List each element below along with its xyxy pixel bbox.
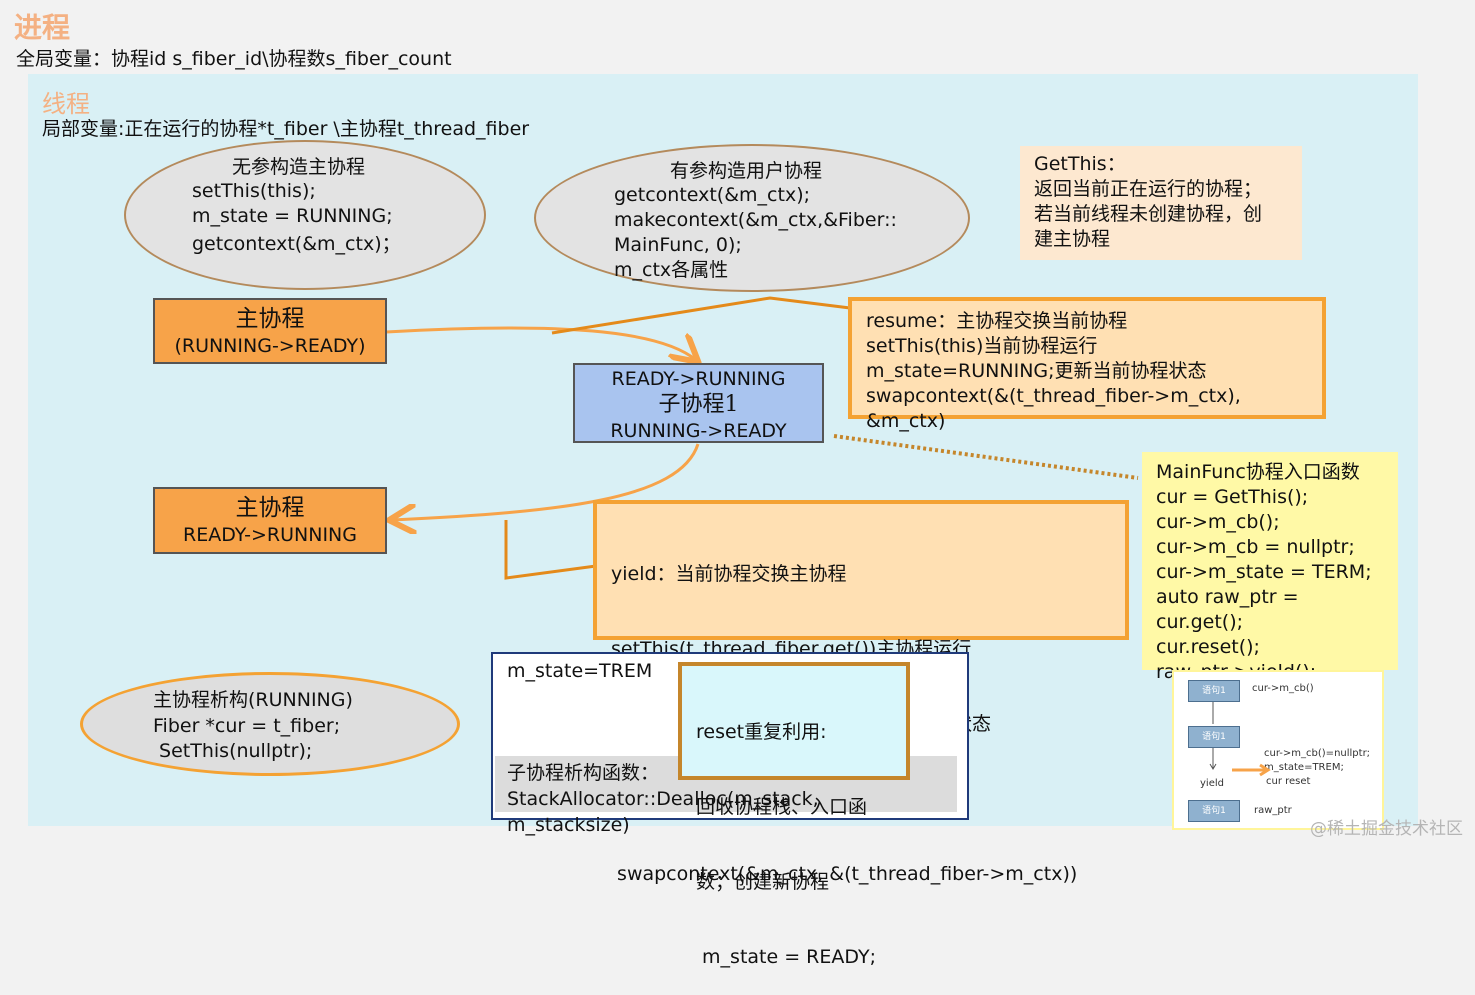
ctor-main-line-2: m_state = RUNNING; <box>192 205 393 227</box>
mini-step-2: 语句1 <box>1188 726 1240 748</box>
thread-title: 线程 <box>42 90 90 118</box>
mini-label-cb: cur->m_cb() <box>1252 683 1314 694</box>
child-fiber-top-state: READY->RUNNING <box>611 368 786 390</box>
yield-arrow <box>392 443 700 520</box>
main-fiber-bottom-title: 主协程 <box>235 495 305 521</box>
reset-line-3: 数；创建新协程 <box>696 871 830 893</box>
mini-label-null: cur->m_cb()=nullptr; <box>1264 748 1371 759</box>
yield-note: yield：当前协程交换主协程 setThis(t_thread_fiber.g… <box>593 500 1129 885</box>
main-fiber-top: 主协程 (RUNNING->READY) <box>153 298 387 364</box>
ctor-user-ellipse: 有参构造用户协程 getcontext(&m_ctx); makecontext… <box>534 144 970 292</box>
ctor-main-line-1: setThis(this); <box>192 180 316 202</box>
dtor-main-line-2: Fiber *cur = t_fiber; <box>153 715 341 737</box>
child-fiber-title: 子协程1 <box>658 392 739 417</box>
dtor-main-line-3: SetThis(nullptr); <box>153 740 313 762</box>
mini-label-trem: m_state=TREM; <box>1264 762 1344 773</box>
mini-step-1: 语句1 <box>1188 680 1240 702</box>
reset-line-2: 回收协程栈、入口函 <box>696 796 868 818</box>
ctor-user-line-1: getcontext(&m_ctx); <box>614 184 811 206</box>
dtor-main-ellipse: 主协程析构(RUNNING) Fiber *cur = t_fiber; Set… <box>80 672 460 776</box>
yield-line-1: yield：当前协程交换主协程 <box>611 563 847 585</box>
reset-line-4: m_state = READY; <box>696 946 876 968</box>
process-title: 进程 <box>14 11 71 44</box>
reset-note: reset重复利用: 回收协程栈、入口函 数；创建新协程 m_state = R… <box>678 662 910 968</box>
getthis-line-4: 建主协程 <box>1034 228 1111 250</box>
mainfunc-note: MainFunc协程入口函数 cur = GetThis(); cur->m_c… <box>1142 452 1398 683</box>
resume-callout <box>551 296 851 335</box>
mainfunc-line-3: cur->m_cb(); <box>1156 511 1280 533</box>
ctor-main-title: 无参构造主协程 <box>232 156 366 178</box>
connector-lines <box>0 296 1139 580</box>
mainfunc-line-7: cur.reset(); <box>1156 636 1260 658</box>
main-fiber-bottom-state: READY->RUNNING <box>183 524 357 546</box>
child-fiber-bottom-state: RUNNING->READY <box>610 420 787 442</box>
ctor-main-ellipse: 无参构造主协程 setThis(this); m_state = RUNNING… <box>124 140 486 290</box>
mini-flow-diagram: 语句1 cur->m_cb() 语句1 cur->m_cb()=nullptr;… <box>1172 670 1384 830</box>
ctor-main-line-3: getcontext(&m_ctx)； <box>192 233 401 255</box>
thread-locals: 局部变量:正在运行的协程*t_fiber \主协程t_thread_fiber <box>42 118 530 140</box>
resume-line-2: setThis(this)当前协程运行 <box>866 335 1098 357</box>
trem-label: m_state=TREM <box>507 660 653 682</box>
dealloc-line-2: StackAllocator::Dealloc(m_stack, m_stack… <box>507 788 819 836</box>
resume-line-4: swapcontext(&(t_thread_fiber->m_ctx), &m… <box>866 385 1241 432</box>
getthis-line-1: GetThis： <box>1034 153 1126 175</box>
ctor-user-line-3: MainFunc, 0); <box>614 234 742 256</box>
mainfunc-dotted-link <box>833 434 1139 480</box>
process-globals: 全局变量：协程id s_fiber_id\协程数s_fiber_count <box>16 48 452 70</box>
mini-label-reset: cur reset <box>1266 776 1311 787</box>
resume-note: resume：主协程交换当前协程 setThis(this)当前协程运行 m_s… <box>848 297 1326 432</box>
mainfunc-line-2: cur = GetThis(); <box>1156 486 1309 508</box>
main-fiber-top-state: (RUNNING->READY) <box>174 335 366 357</box>
mini-arrows <box>1209 702 1271 777</box>
mainfunc-line-1: MainFunc协程入口函数 <box>1156 461 1360 483</box>
getthis-line-2: 返回当前正在运行的协程； <box>1034 178 1263 200</box>
main-fiber-top-title: 主协程 <box>235 306 305 332</box>
mini-step-3: 语句1 <box>1188 800 1240 822</box>
ctor-user-title: 有参构造用户协程 <box>670 160 823 182</box>
ctor-user-line-2: makecontext(&m_ctx,&Fiber:: <box>614 209 897 231</box>
getthis-note: GetThis： 返回当前正在运行的协程； 若当前线程未创建协程，创 建主协程 <box>1020 146 1302 260</box>
mainfunc-line-4: cur->m_cb = nullptr; <box>1156 536 1355 558</box>
dtor-main-line-1: 主协程析构(RUNNING) <box>153 689 353 711</box>
mainfunc-line-6: auto raw_ptr = cur.get(); <box>1156 586 1299 633</box>
mini-label-raw: raw_ptr <box>1254 805 1292 816</box>
ctor-user-line-4: m_ctx各属性 <box>614 259 729 281</box>
mainfunc-line-5: cur->m_state = TERM; <box>1156 561 1372 583</box>
yield-callout <box>504 520 597 580</box>
child-fiber-box: READY->RUNNING 子协程1 RUNNING->READY <box>573 363 824 443</box>
watermark: @稀土掘金技术社区 <box>1310 819 1463 839</box>
resume-line-1: resume：主协程交换当前协程 <box>866 310 1128 332</box>
resume-arrow <box>385 326 696 360</box>
reset-line-1: reset重复利用: <box>696 721 827 743</box>
mini-label-yield: yield <box>1200 778 1224 789</box>
dealloc-line-1: 子协程析构函数： <box>507 762 660 784</box>
main-fiber-bottom: 主协程 READY->RUNNING <box>153 487 387 554</box>
getthis-line-3: 若当前线程未创建协程，创 <box>1034 203 1263 225</box>
resume-line-3: m_state=RUNNING;更新当前协程状态 <box>866 360 1207 382</box>
